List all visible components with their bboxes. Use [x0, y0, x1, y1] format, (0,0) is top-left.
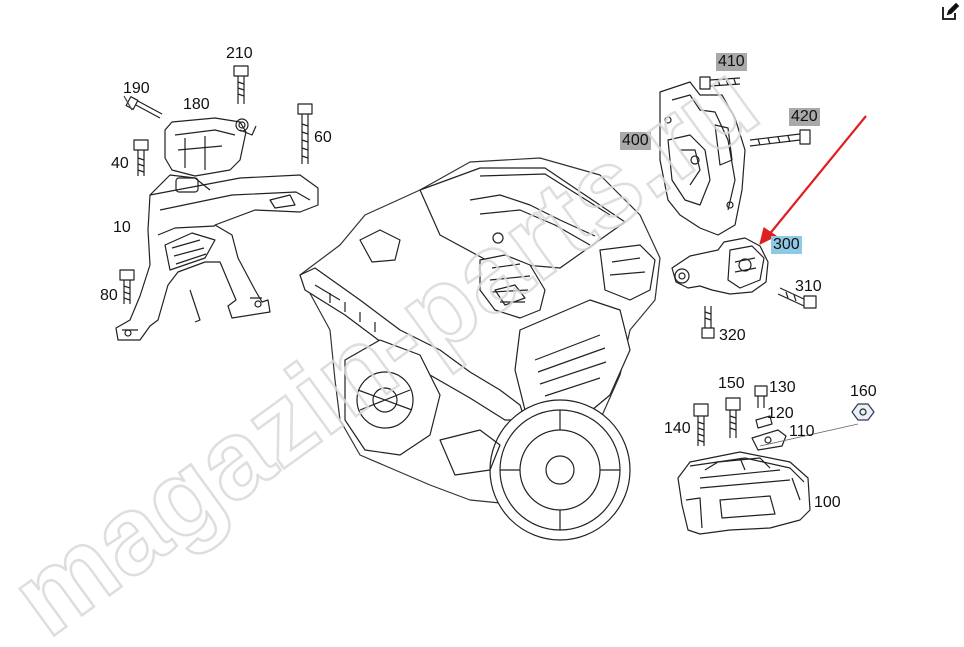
bolt-130[interactable]	[754, 385, 768, 408]
bolt-320[interactable]	[701, 306, 715, 339]
bolt-210[interactable]	[233, 65, 249, 104]
engine-mount-300[interactable]	[671, 237, 769, 295]
callout-300[interactable]: 300	[771, 236, 802, 254]
callout-310[interactable]: 310	[795, 278, 822, 295]
callout-40[interactable]: 40	[111, 155, 129, 172]
callout-180[interactable]: 180	[183, 96, 210, 113]
callout-420[interactable]: 420	[789, 108, 820, 126]
clip-120[interactable]	[755, 415, 773, 429]
bolt-80[interactable]	[119, 269, 135, 304]
bolt-420[interactable]	[749, 129, 811, 147]
selection-arrow	[759, 115, 867, 245]
edit-icon[interactable]	[940, 2, 960, 22]
callout-100[interactable]: 100	[814, 494, 841, 511]
callout-150[interactable]: 150	[718, 375, 745, 392]
bolt-40[interactable]	[133, 139, 149, 176]
bolt-60[interactable]	[297, 103, 313, 164]
bolt-190[interactable]	[123, 95, 163, 119]
engine-assembly	[299, 157, 661, 541]
callout-80[interactable]: 80	[100, 287, 118, 304]
callout-210[interactable]: 210	[226, 45, 253, 62]
transmission-bracket-400[interactable]	[659, 81, 746, 236]
bolt-140[interactable]	[693, 403, 709, 446]
bolt-150[interactable]	[725, 397, 741, 438]
bolt-310[interactable]	[777, 287, 817, 309]
leader-line	[759, 423, 859, 447]
callout-160[interactable]: 160	[850, 383, 877, 400]
bolt-410[interactable]	[699, 76, 741, 90]
callout-140[interactable]: 140	[664, 420, 691, 437]
callout-190[interactable]: 190	[123, 80, 150, 97]
bracket-110[interactable]	[751, 429, 787, 451]
mount-180[interactable]	[164, 117, 257, 177]
callout-130[interactable]: 130	[769, 379, 796, 396]
callout-320[interactable]: 320	[719, 327, 746, 344]
callout-120[interactable]: 120	[767, 405, 794, 422]
callout-110[interactable]: 110	[789, 423, 815, 440]
callout-400[interactable]: 400	[620, 132, 651, 150]
callout-60[interactable]: 60	[314, 129, 332, 146]
transmission-mount-100[interactable]	[677, 451, 811, 535]
callout-410[interactable]: 410	[716, 53, 747, 71]
nut-160[interactable]	[851, 403, 875, 421]
callout-10[interactable]: 10	[113, 219, 131, 236]
left-engine-mount-bracket[interactable]	[115, 174, 319, 341]
